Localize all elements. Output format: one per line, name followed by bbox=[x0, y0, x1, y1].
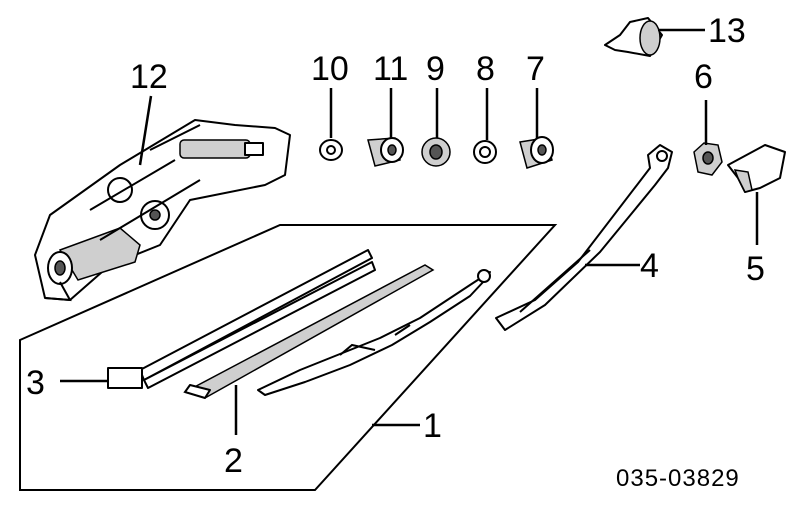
callout-8: 8 bbox=[476, 50, 495, 88]
callout-6: 6 bbox=[694, 58, 713, 96]
washer-nozzle-part-13 bbox=[604, 17, 663, 57]
cap-nut-part-6 bbox=[693, 142, 723, 176]
bushing-part-11 bbox=[367, 137, 404, 167]
callout-10: 10 bbox=[311, 50, 349, 88]
callout-5: 5 bbox=[746, 250, 765, 288]
callout-13: 13 bbox=[708, 12, 746, 50]
spacer-part-8 bbox=[473, 140, 497, 164]
nut-part-7 bbox=[519, 136, 554, 169]
callout-2: 2 bbox=[224, 442, 243, 480]
callout-12: 12 bbox=[130, 58, 168, 96]
pivot-cap-part-5 bbox=[727, 144, 786, 193]
blade-frame-part-1 bbox=[257, 269, 491, 396]
callout-4: 4 bbox=[640, 247, 659, 285]
callout-3: 3 bbox=[26, 364, 45, 402]
blade-insert-part-2 bbox=[183, 264, 435, 399]
callout-1: 1 bbox=[423, 407, 442, 445]
diagram-reference-code: 035-03829 bbox=[616, 465, 740, 492]
callout-9: 9 bbox=[426, 50, 445, 88]
blade-rubber-part-3 bbox=[107, 249, 376, 389]
callout-7: 7 bbox=[526, 50, 545, 88]
grommet-part-9 bbox=[421, 137, 451, 167]
wiper-motor bbox=[34, 119, 291, 302]
callout-11: 11 bbox=[373, 50, 408, 88]
wiper-arm-part-4 bbox=[495, 144, 673, 331]
blade-assembly-frame bbox=[19, 224, 558, 491]
washer-part-10 bbox=[319, 139, 343, 161]
leader-12 bbox=[138, 95, 153, 166]
